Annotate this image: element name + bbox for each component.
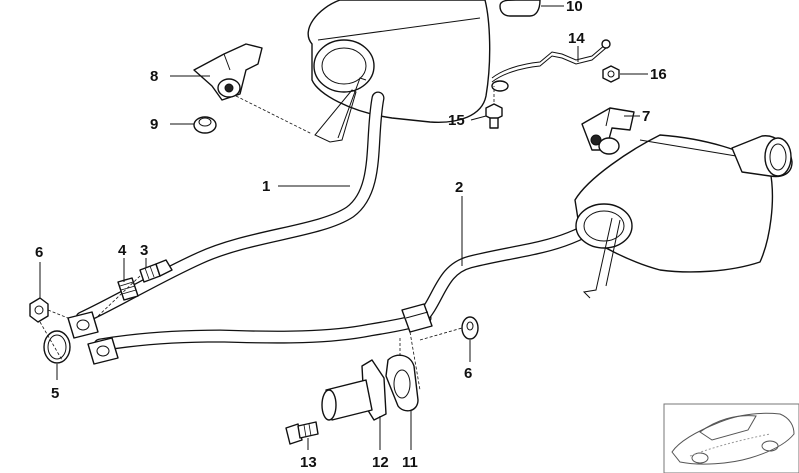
part-13-bolt[interactable] <box>285 421 319 445</box>
part-4-spring[interactable] <box>117 277 139 301</box>
part-10-rubber-ring[interactable] <box>499 0 541 17</box>
part-3-bolt[interactable] <box>139 259 173 283</box>
callout-8: 8 <box>150 68 158 85</box>
part-1-front-pipe[interactable] <box>67 0 491 365</box>
callout-2: 2 <box>455 179 463 196</box>
callout-16: 16 <box>650 66 667 83</box>
callout-12: 12 <box>372 454 389 471</box>
part-14-holder[interactable] <box>491 39 611 92</box>
callout-10: 10 <box>566 0 583 15</box>
callout-13: 13 <box>300 454 317 471</box>
part-7-rear-hanger[interactable] <box>581 107 635 155</box>
callout-6-left: 6 <box>35 244 43 261</box>
callout-1: 1 <box>262 178 270 195</box>
callouts: 1 2 3 4 5 6 6 7 8 9 10 11 12 13 14 15 16 <box>35 0 667 471</box>
callout-3: 3 <box>140 242 148 259</box>
part-2-rear-silencer[interactable] <box>401 134 793 333</box>
part-16-nut[interactable] <box>602 65 620 83</box>
part-9-rubber-buffer[interactable] <box>193 116 217 134</box>
callout-7: 7 <box>642 108 650 125</box>
part-5-gasket-ring[interactable] <box>43 330 71 364</box>
part-12-flange-adapter[interactable] <box>321 359 387 421</box>
leader-lines <box>39 5 648 450</box>
callout-4: 4 <box>118 242 127 259</box>
callout-11: 11 <box>402 454 418 471</box>
part-6-nut-left[interactable] <box>29 297 49 323</box>
callout-6-right: 6 <box>464 365 472 382</box>
callout-9: 9 <box>150 116 158 133</box>
callout-14: 14 <box>568 30 585 47</box>
part-15-screw[interactable] <box>485 103 503 129</box>
part-8-front-hanger[interactable] <box>193 43 263 101</box>
part-6-rubber-mount-right[interactable] <box>461 316 479 340</box>
vehicle-thumbnail <box>663 403 799 473</box>
part-11-gasket[interactable] <box>385 354 419 412</box>
callout-5: 5 <box>51 385 59 402</box>
callout-15: 15 <box>448 112 465 129</box>
